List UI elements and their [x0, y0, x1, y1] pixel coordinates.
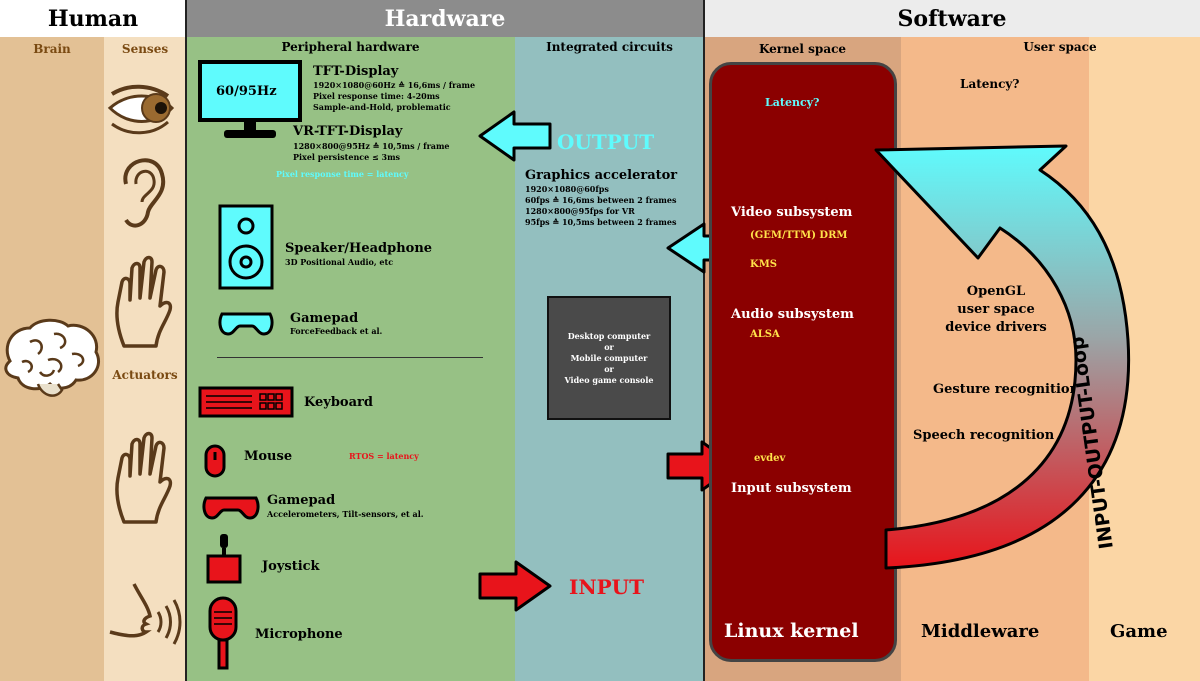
human-title: Human [47, 5, 139, 32]
graphics-line-1: 1920×1080@60fps [525, 184, 609, 194]
evdev-label: evdev [754, 453, 786, 464]
tft-line-2: Pixel response time: 4-20ms [313, 91, 440, 101]
joystick-label: Joystick [262, 559, 320, 574]
userspace-latency-label: Latency? [960, 77, 1020, 91]
middleware-column [901, 37, 1089, 681]
input-label: INPUT [569, 575, 644, 599]
keyboard-label: Keyboard [304, 395, 373, 410]
graphics-title: Graphics accelerator [525, 168, 678, 183]
divider-hardware-software [703, 0, 705, 681]
output-label: OUTPUT [557, 130, 655, 154]
gesture-recognition-label: Gesture recognition [933, 382, 1080, 397]
opengl-line-2: user space [957, 302, 1035, 317]
hardware-title: Hardware [384, 5, 506, 32]
monitor-icon [198, 60, 302, 138]
kernel-latency-label: Latency? [765, 96, 820, 109]
computer-line-1: Desktop computer [567, 330, 651, 341]
opengl-line-1: OpenGL [966, 284, 1026, 299]
gamepad-output-title: Gamepad [290, 311, 359, 326]
senses-column [104, 37, 186, 681]
senses-label: Senses [121, 42, 169, 56]
brain-icon [4, 318, 100, 397]
speaker-title: Speaker/Headphone [285, 241, 433, 256]
speaker-sub: 3D Positional Audio, etc [285, 257, 394, 267]
vr-display-title: VR-TFT-Display [293, 124, 403, 139]
tft-line-1: 1920×1080@60Hz ≙ 16,6ms / frame [313, 80, 476, 90]
graphics-line-3: 1280×800@95fps for VR [525, 206, 635, 216]
user-space-label: User space [1023, 40, 1097, 54]
computer-line-2: or [604, 341, 614, 352]
microphone-icon [208, 596, 238, 670]
integrated-label: Integrated circuits [546, 40, 673, 54]
graphics-line-4: 95fps ≙ 10,5ms between 2 frames [525, 217, 677, 227]
computer-line-3: Mobile computer [570, 352, 648, 363]
ear-icon [123, 158, 166, 228]
gamepad-input-sub: Accelerometers, Tilt-sensors, et al. [267, 509, 424, 519]
joystick-icon [206, 534, 242, 584]
gamepad-input-icon [202, 496, 260, 520]
software-title: Software [897, 5, 1007, 32]
eye-icon [107, 84, 175, 135]
speech-recognition-label: Speech recognition [913, 428, 1055, 443]
divider-human-hardware [185, 0, 187, 681]
input-output-loop-arrow: INPUT-OUTPUT-Loop [874, 144, 1131, 570]
alsa-label: ALSA [750, 329, 780, 340]
opengl-line-3: device drivers [945, 320, 1047, 335]
game-title: Game [1110, 621, 1168, 642]
kernel-space-label: Kernel space [758, 42, 847, 56]
monitor-refresh-label: 60/95Hz [216, 84, 277, 99]
output-arrow-icon [478, 110, 552, 162]
tft-display-title: TFT-Display [313, 64, 399, 79]
vr-line-1: 1280×800@95Hz ≙ 10,5ms / frame [293, 141, 450, 151]
computer-line-5: Video game console [564, 374, 654, 385]
mouse-icon [204, 444, 226, 478]
input-arrow-icon [478, 560, 552, 612]
graphics-line-2: 60fps ≙ 16,6ms between 2 frames [525, 195, 677, 205]
rtos-note: RTOS = latency [349, 451, 419, 461]
human-header: Human [0, 0, 186, 37]
hand-touch-icon [115, 255, 173, 348]
linux-kernel-box [709, 62, 897, 662]
computer-box: Desktop computer or Mobile computer or V… [547, 296, 671, 420]
actuators-label: Actuators [112, 368, 178, 382]
gamepad-output-icon [218, 312, 274, 336]
computer-line-4: or [604, 363, 614, 374]
tft-line-3: Sample-and-Hold, problematic [313, 102, 451, 112]
software-header: Software [704, 0, 1200, 37]
mouse-label: Mouse [244, 449, 293, 464]
keyboard-icon [198, 386, 294, 418]
video-subsystem-label: Video subsystem [731, 205, 853, 220]
brain-label: Brain [33, 42, 71, 56]
output-input-separator [217, 357, 483, 358]
pixel-latency-note: Pixel response time = latency [276, 169, 409, 179]
hardware-header: Hardware [186, 0, 704, 37]
drm-label: (GEM/TTM) DRM [750, 230, 848, 241]
microphone-label: Microphone [255, 627, 343, 642]
vr-line-2: Pixel persistence ≤ 3ms [293, 152, 401, 162]
speaking-mouth-icon [109, 583, 182, 645]
peripheral-label: Peripheral hardware [281, 40, 420, 54]
speaker-icon [218, 204, 274, 290]
input-subsystem-label: Input subsystem [731, 481, 852, 496]
audio-subsystem-label: Audio subsystem [731, 307, 854, 322]
gamepad-output-sub: ForceFeedback et al. [290, 326, 383, 336]
gamepad-input-title: Gamepad [267, 493, 336, 508]
kms-label: KMS [750, 259, 777, 270]
hand-actuator-icon [115, 431, 173, 524]
middleware-title: Middleware [921, 621, 1040, 642]
linux-kernel-title: Linux kernel [724, 620, 859, 642]
opengl-block: OpenGL user space device drivers [934, 283, 1058, 337]
